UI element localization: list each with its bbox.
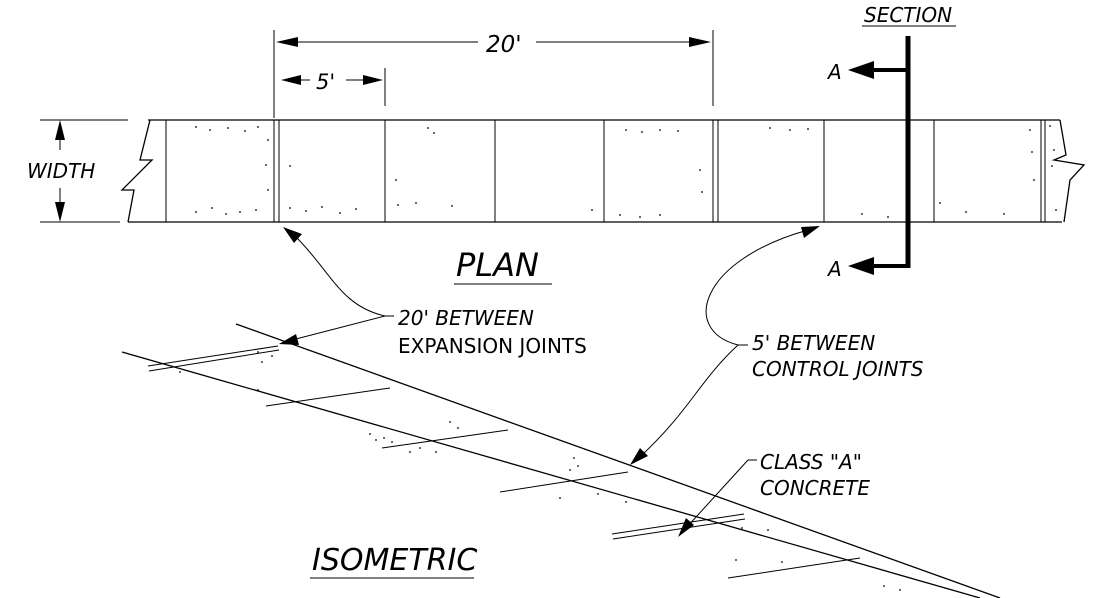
isometric-title: ISOMETRIC [312, 543, 477, 578]
section-marker-bottom: A [826, 257, 842, 281]
iso-expansion-joint [148, 349, 280, 372]
iso-slab-top-edge [235, 323, 1001, 598]
callout-class-a-concrete: CLASS "A" CONCRETE [678, 450, 870, 537]
control-callout-line2: CONTROL JOINTS [752, 357, 924, 381]
dimension-20ft-label: 20' [486, 32, 522, 58]
iso-slab-bottom-edge [121, 351, 981, 598]
control-callout-line1: 5' BETWEEN [752, 331, 875, 355]
iso-expansion-joint [611, 513, 745, 535]
plan-view: WIDTH 20' 5' A A [27, 3, 1086, 285]
iso-control-joint [727, 557, 861, 579]
callout-expansion-joints: 20' BETWEEN EXPANSION JOINTS [279, 227, 587, 358]
expansion-callout-line2: EXPANSION JOINTS [398, 334, 587, 358]
section-marker-top: A [826, 60, 842, 84]
iso-control-joint [381, 429, 509, 449]
expansion-callout-line1: 20' BETWEEN [398, 306, 534, 330]
isometric-view: ISOMETRIC [121, 323, 1001, 598]
concrete-callout-line1: CLASS "A" [760, 450, 862, 474]
dimension-20ft: 20' [273, 30, 714, 118]
section-cut-line: A A SECTION [826, 3, 956, 281]
iso-expansion-joint [612, 518, 746, 540]
dimension-5ft: 5' [281, 68, 386, 106]
iso-concrete-stipple [179, 351, 901, 591]
plan-title: PLAN [456, 246, 539, 284]
width-dimension: WIDTH [27, 119, 128, 223]
plan-right-break-line [1051, 119, 1086, 223]
width-label: WIDTH [27, 159, 95, 183]
iso-control-joint [265, 387, 391, 407]
concrete-stipple [195, 125, 1057, 218]
iso-control-joint [499, 471, 629, 493]
concrete-callout-line2: CONCRETE [760, 476, 870, 500]
plan-left-break-line [120, 119, 154, 223]
iso-expansion-joint [147, 345, 279, 367]
section-title: SECTION [864, 3, 952, 27]
dimension-5ft-label: 5' [316, 70, 335, 94]
callout-control-joints: 5' BETWEEN CONTROL JOINTS [630, 226, 924, 465]
